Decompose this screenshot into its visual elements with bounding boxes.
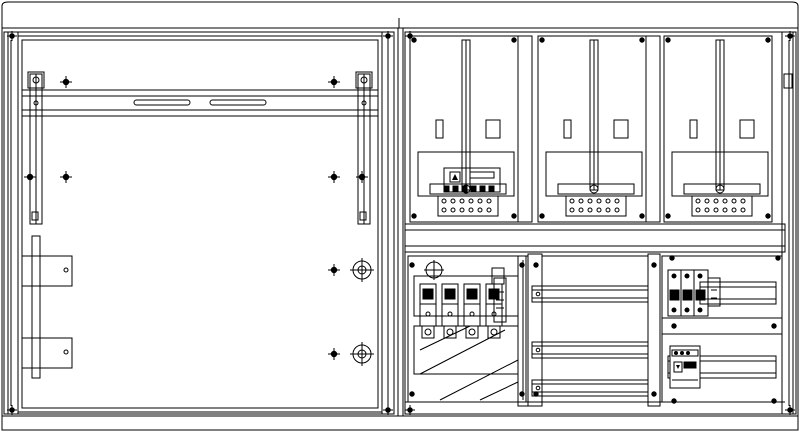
crosshair-fastener xyxy=(60,171,72,183)
fuse-switch-disconnector xyxy=(463,283,481,339)
crosshair-fastener xyxy=(60,76,72,88)
mounting-bracket-left xyxy=(27,71,45,225)
din-rail xyxy=(21,89,379,117)
terminal-block xyxy=(691,195,753,217)
ground-bar xyxy=(493,277,507,323)
terminal-block xyxy=(437,195,499,217)
right-side-post xyxy=(781,31,797,415)
cabinet-roof xyxy=(1,1,799,28)
crosshair-fastener xyxy=(405,405,415,415)
din-rail xyxy=(531,379,649,397)
meter-window xyxy=(435,119,444,139)
fasteners xyxy=(24,76,368,360)
meter-window xyxy=(613,119,629,139)
terminal-block xyxy=(565,195,627,217)
meter-bay xyxy=(663,35,773,223)
cabinet-base xyxy=(1,415,799,431)
crosshair-fastener xyxy=(7,31,17,41)
left-side-post xyxy=(3,31,19,415)
meter-window xyxy=(485,119,501,139)
breaker-panel xyxy=(661,255,783,404)
fuse-switch-disconnector xyxy=(441,283,459,339)
fuse-panel xyxy=(407,255,527,403)
left-compartment xyxy=(3,31,395,415)
crosshair-fastener xyxy=(356,171,368,183)
crosshair-fastener xyxy=(785,405,795,415)
diagonal-guard xyxy=(413,325,519,401)
crosshair-fastener xyxy=(383,405,393,415)
meter-bays xyxy=(409,35,773,223)
meter-device xyxy=(443,167,501,193)
left-back-plate xyxy=(17,35,383,413)
crosshair-fastener xyxy=(405,31,415,41)
bay-divider xyxy=(645,35,661,223)
rail-slot xyxy=(209,99,267,106)
corner-fasteners xyxy=(7,31,795,415)
meter-window xyxy=(689,119,698,139)
crosshair-fastener xyxy=(328,348,340,360)
meter-bay xyxy=(537,35,647,223)
panel-divider xyxy=(647,253,661,407)
crosshair-fastener xyxy=(24,171,36,183)
three-pole-breaker xyxy=(667,269,721,317)
rail-slot xyxy=(133,99,191,106)
crosshair-fastener xyxy=(328,264,340,276)
grommet xyxy=(350,258,374,282)
panel-divider xyxy=(527,253,543,407)
fuse-switch-disconnector xyxy=(419,283,437,339)
bay-divider xyxy=(517,35,533,223)
din-rail xyxy=(699,281,777,305)
meter-window xyxy=(563,119,572,139)
center-rail-panel xyxy=(517,255,657,407)
right-section-frame xyxy=(404,31,797,415)
hinge-plates xyxy=(21,235,73,379)
meter-bay xyxy=(409,35,519,223)
crosshair-fastener xyxy=(785,31,795,41)
din-rail xyxy=(531,341,649,359)
grommet xyxy=(350,342,374,366)
crosshair-fastener xyxy=(328,76,340,88)
horizontal-crossbar xyxy=(404,223,786,253)
din-rail xyxy=(667,355,777,379)
latch xyxy=(783,73,793,89)
mounting-bracket-right xyxy=(355,71,373,225)
meter-window xyxy=(739,119,755,139)
crosshair-fastener xyxy=(383,31,393,41)
din-rail xyxy=(531,285,649,303)
crosshair-fastener xyxy=(7,405,17,415)
crosshair-fastener xyxy=(328,171,340,183)
control-module xyxy=(669,345,701,389)
